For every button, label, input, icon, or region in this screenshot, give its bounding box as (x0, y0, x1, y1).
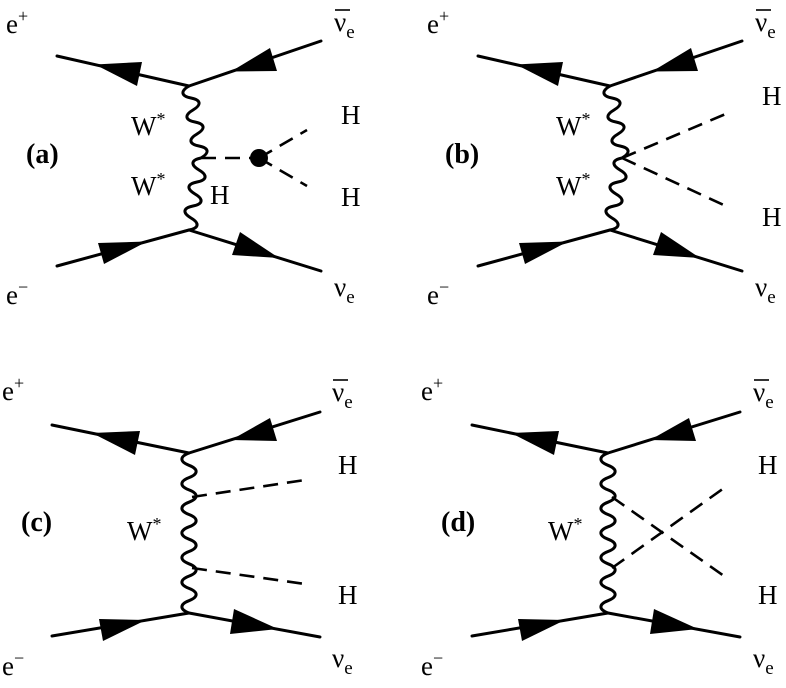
diagram-b: (b) e+ e− νe νe W* W* H H (427, 6, 782, 310)
higgs-line-to-bottom (611, 495, 725, 578)
higgs-bottom-line (258, 156, 308, 188)
electron-arrow (98, 241, 147, 264)
higgs-bottom-line (621, 156, 729, 209)
label-higgs-bottom: H (762, 202, 782, 232)
panel-label-d: (d) (441, 507, 475, 538)
panel-label-a: (a) (26, 139, 59, 170)
positron-arrow (95, 62, 142, 86)
label-electron: e− (421, 648, 443, 681)
label-higgs-top: H (758, 450, 778, 480)
label-higgs-top: H (341, 100, 361, 130)
positron-arrow (511, 431, 559, 455)
label-neutrino: νe (334, 272, 355, 308)
label-higgs-top: H (338, 450, 358, 480)
label-positron: e+ (427, 6, 449, 39)
neutrino-arrow (653, 232, 700, 258)
label-w-lower: W* (131, 169, 165, 201)
neutrino-arrow (232, 232, 279, 258)
label-electron: e− (6, 277, 28, 310)
antineutrino-arrow (652, 48, 698, 72)
label-antineutrino: νe (753, 377, 774, 413)
label-w-upper: W* (556, 109, 590, 141)
diagram-c: (c) e+ e− νe νe W* H H (2, 373, 358, 681)
label-electron: e− (427, 277, 449, 310)
label-higgs-bottom: H (758, 580, 778, 610)
label-antineutrino: νe (755, 7, 776, 43)
label-w-upper: W* (131, 109, 165, 141)
label-neutrino: νe (753, 643, 774, 679)
positron-arrow (516, 62, 563, 86)
label-antineutrino: νe (332, 377, 353, 413)
label-w-lower: W* (556, 169, 590, 201)
label-w: W* (548, 514, 582, 546)
panel-label-c: (c) (21, 507, 52, 538)
label-electron: e− (2, 648, 24, 681)
antineutrino-arrow (231, 418, 277, 441)
electron-arrow (519, 241, 568, 264)
label-w: W* (127, 514, 161, 546)
label-higgs-internal: H (210, 180, 230, 210)
higgs-top-line (258, 128, 308, 160)
w-boson-upper (181, 84, 209, 160)
higgs-top-line (621, 111, 729, 160)
diagram-d: (d) e+ e− νe νe W* H H (421, 373, 778, 681)
positron-arrow (92, 431, 140, 455)
label-neutrino: νe (332, 643, 353, 679)
w-boson (599, 451, 617, 615)
label-positron: e+ (6, 6, 28, 39)
electron-arrow (99, 619, 146, 641)
higgs-bottom-line (191, 566, 306, 586)
antineutrino-arrow (231, 48, 277, 72)
w-boson-lower (183, 156, 207, 232)
electron-arrow (518, 619, 565, 641)
w-boson (180, 451, 198, 615)
antineutrino-arrow (650, 418, 696, 441)
neutrino-arrow (230, 609, 278, 634)
diagram-a: (a) e+ e− νe νe W* W* H H H (6, 6, 361, 310)
label-higgs-bottom: H (341, 182, 361, 212)
label-positron: e+ (421, 373, 443, 406)
label-higgs-bottom: H (338, 580, 358, 610)
label-positron: e+ (2, 373, 24, 406)
w-boson-upper (602, 84, 630, 160)
higgs-top-line (191, 478, 306, 499)
neutrino-arrow (650, 609, 698, 634)
panel-label-b: (b) (445, 139, 479, 170)
label-neutrino: νe (755, 272, 776, 308)
label-higgs-top: H (762, 81, 782, 111)
higgs-line-to-top (611, 486, 725, 570)
label-antineutrino: νe (334, 7, 355, 43)
w-boson-lower (604, 156, 628, 232)
